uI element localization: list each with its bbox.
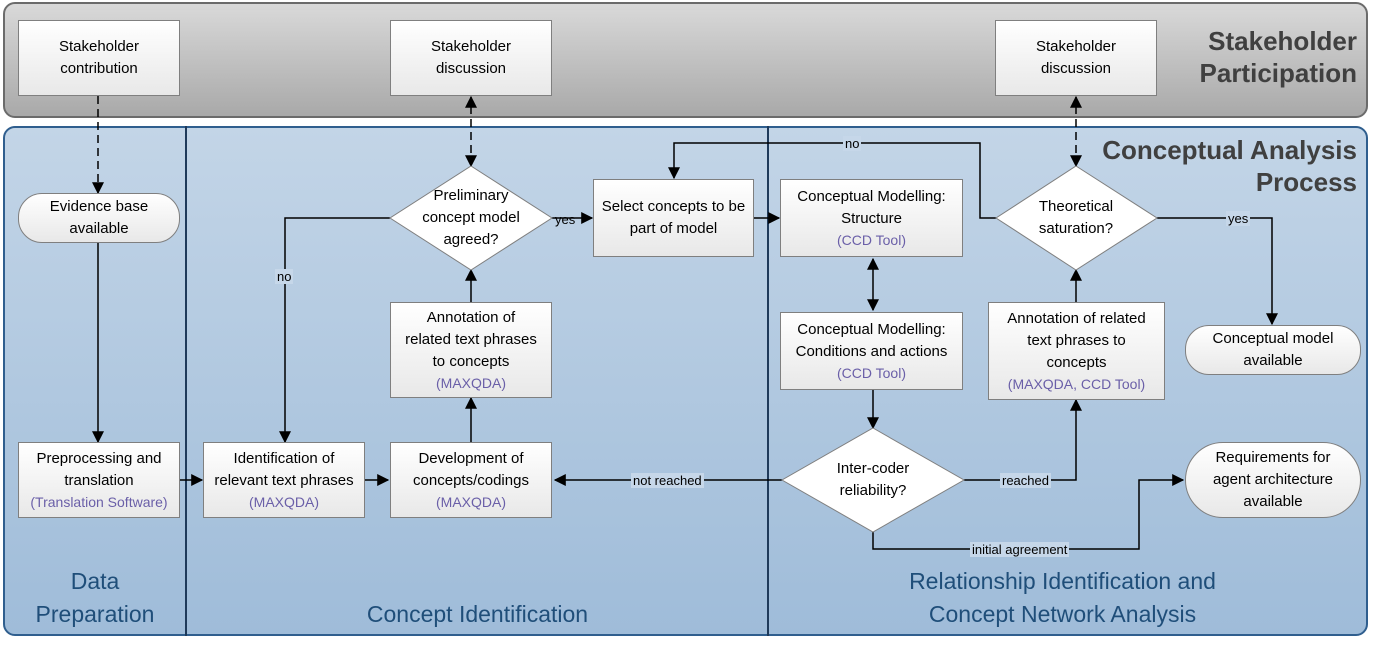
node-text: to concepts [432, 353, 510, 370]
phase-line: Concept Identification [366, 601, 589, 627]
edge-intercoder-initial-agreement [872, 474, 1185, 550]
analysis-lane-title: Conceptual Analysis Process [957, 134, 1357, 198]
node-theoretical-saturation[interactable]: Theoretical saturation? [1010, 193, 1142, 243]
edge-label-no: no [843, 136, 862, 151]
node-development[interactable]: Development of concepts/codings (MAXQDA) [390, 442, 552, 518]
node-text: Preliminary [433, 187, 509, 204]
node-text: Identification of [233, 450, 335, 467]
node-text: Conditions and actions [795, 343, 948, 360]
node-text: concepts/codings [413, 472, 529, 489]
node-text: Stakeholder [1035, 38, 1117, 55]
node-stakeholder-contribution[interactable]: Stakeholder contribution [18, 20, 180, 96]
node-stakeholder-discussion[interactable]: Stakeholder discussion [390, 20, 552, 96]
lane-title-line: Stakeholder [1208, 26, 1357, 56]
node-annotation[interactable]: Annotation of related text phrases to co… [390, 302, 552, 398]
lane-title-line: Conceptual Analysis [1102, 135, 1357, 165]
node-text: Annotation of [426, 309, 516, 326]
node-text: Requirements for [1215, 449, 1331, 466]
node-tool: (MAXQDA) [436, 375, 506, 391]
phase-divider [185, 126, 187, 636]
node-text: Select concepts to be [601, 198, 746, 215]
node-text: text phrases to [1027, 332, 1126, 349]
edge-intercoder-reached [964, 398, 1082, 481]
node-text: part of model [629, 220, 718, 237]
node-annotation-related[interactable]: Annotation of related text phrases to co… [988, 302, 1165, 400]
diamond-intercoder [780, 427, 966, 533]
diamond-preliminary [389, 165, 553, 271]
node-text: Structure [841, 210, 902, 227]
node-stakeholder-discussion[interactable]: Stakeholder discussion [995, 20, 1157, 96]
phase-line: Concept Network Analysis [928, 601, 1197, 627]
node-evidence-base[interactable]: Evidence base available [18, 193, 180, 243]
node-text: Conceptual Modelling: [797, 321, 946, 338]
node-text: concept model [422, 209, 520, 226]
edge-label-no: no [275, 269, 294, 284]
node-text: Inter-coder [836, 460, 910, 477]
node-text: Evidence base [49, 198, 149, 215]
edge-label-initial-agreement: initial agreement [970, 542, 1070, 557]
lane-title-line: Participation [1199, 58, 1357, 88]
edge-theoretical-yes [1157, 217, 1278, 326]
node-text: related text phrases [405, 331, 537, 348]
phase-line: Relationship Identification and [909, 568, 1216, 594]
node-text: relevant text phrases [214, 472, 354, 489]
node-cm-conditions[interactable]: Conceptual Modelling: Conditions and act… [780, 312, 963, 390]
node-preprocessing[interactable]: Preprocessing and translation (Translati… [18, 442, 180, 518]
phase-line: Preparation [35, 601, 155, 627]
lane-title-line: Process [1255, 167, 1357, 197]
node-select-concepts[interactable]: Select concepts to be part of model [593, 179, 754, 257]
phase-data-preparation: Data Preparation [5, 565, 185, 631]
node-text: Stakeholder [58, 38, 140, 55]
node-text: Conceptual model [1212, 330, 1334, 347]
node-text: available [1243, 493, 1303, 510]
edge-theoretical-no [668, 142, 996, 219]
node-cm-structure[interactable]: Conceptual Modelling: Structure (CCD Too… [780, 179, 963, 257]
node-conceptual-model[interactable]: Conceptual model available [1185, 325, 1361, 375]
node-tool: (MAXQDA) [249, 494, 319, 510]
phase-line: Data [70, 568, 120, 594]
node-identification[interactable]: Identification of relevant text phrases … [203, 442, 365, 518]
node-text: translation [64, 472, 134, 489]
node-text: Conceptual Modelling: [797, 188, 946, 205]
phase-divider [767, 126, 769, 636]
node-text: Development of [418, 450, 524, 467]
node-text: Annotation of related [1007, 310, 1146, 327]
stakeholder-lane-title: Stakeholder Participation [1057, 25, 1357, 89]
node-text: contribution [60, 60, 138, 77]
node-text: discussion [435, 60, 507, 77]
node-text: Preprocessing and [36, 450, 162, 467]
node-tool: (CCD Tool) [837, 365, 906, 381]
node-text: available [1243, 352, 1303, 369]
node-text: concepts [1046, 354, 1107, 371]
node-text: discussion [1040, 60, 1112, 77]
node-text: Stakeholder [430, 38, 512, 55]
node-preliminary-agreed[interactable]: Preliminary concept model agreed? [400, 181, 542, 255]
edge-preliminary-no [279, 217, 390, 444]
node-text: agreed? [443, 231, 499, 248]
edge-label-yes: yes [555, 212, 576, 227]
node-tool: (MAXQDA) [436, 494, 506, 510]
edge-label-yes: yes [1226, 211, 1251, 226]
node-tool: (MAXQDA, CCD Tool) [1007, 376, 1146, 392]
node-text: available [69, 220, 129, 237]
node-text: reliability? [839, 482, 907, 499]
node-requirements[interactable]: Requirements for agent architecture avai… [1185, 442, 1361, 518]
node-text: saturation? [1038, 220, 1114, 237]
edge-label-not-reached: not reached [631, 473, 704, 488]
edge-label-reached: reached [1000, 473, 1051, 488]
phase-concept-identification: Concept Identification [188, 598, 767, 631]
node-tool: (CCD Tool) [837, 232, 906, 248]
node-text: Theoretical [1038, 198, 1114, 215]
node-tool: (Translation Software) [30, 494, 168, 510]
phase-relationship-identification: Relationship Identification and Concept … [770, 565, 1355, 631]
node-text: agent architecture [1212, 471, 1334, 488]
node-intercoder-reliability[interactable]: Inter-coder reliability? [808, 455, 938, 505]
diamond-theoretical [995, 165, 1158, 271]
